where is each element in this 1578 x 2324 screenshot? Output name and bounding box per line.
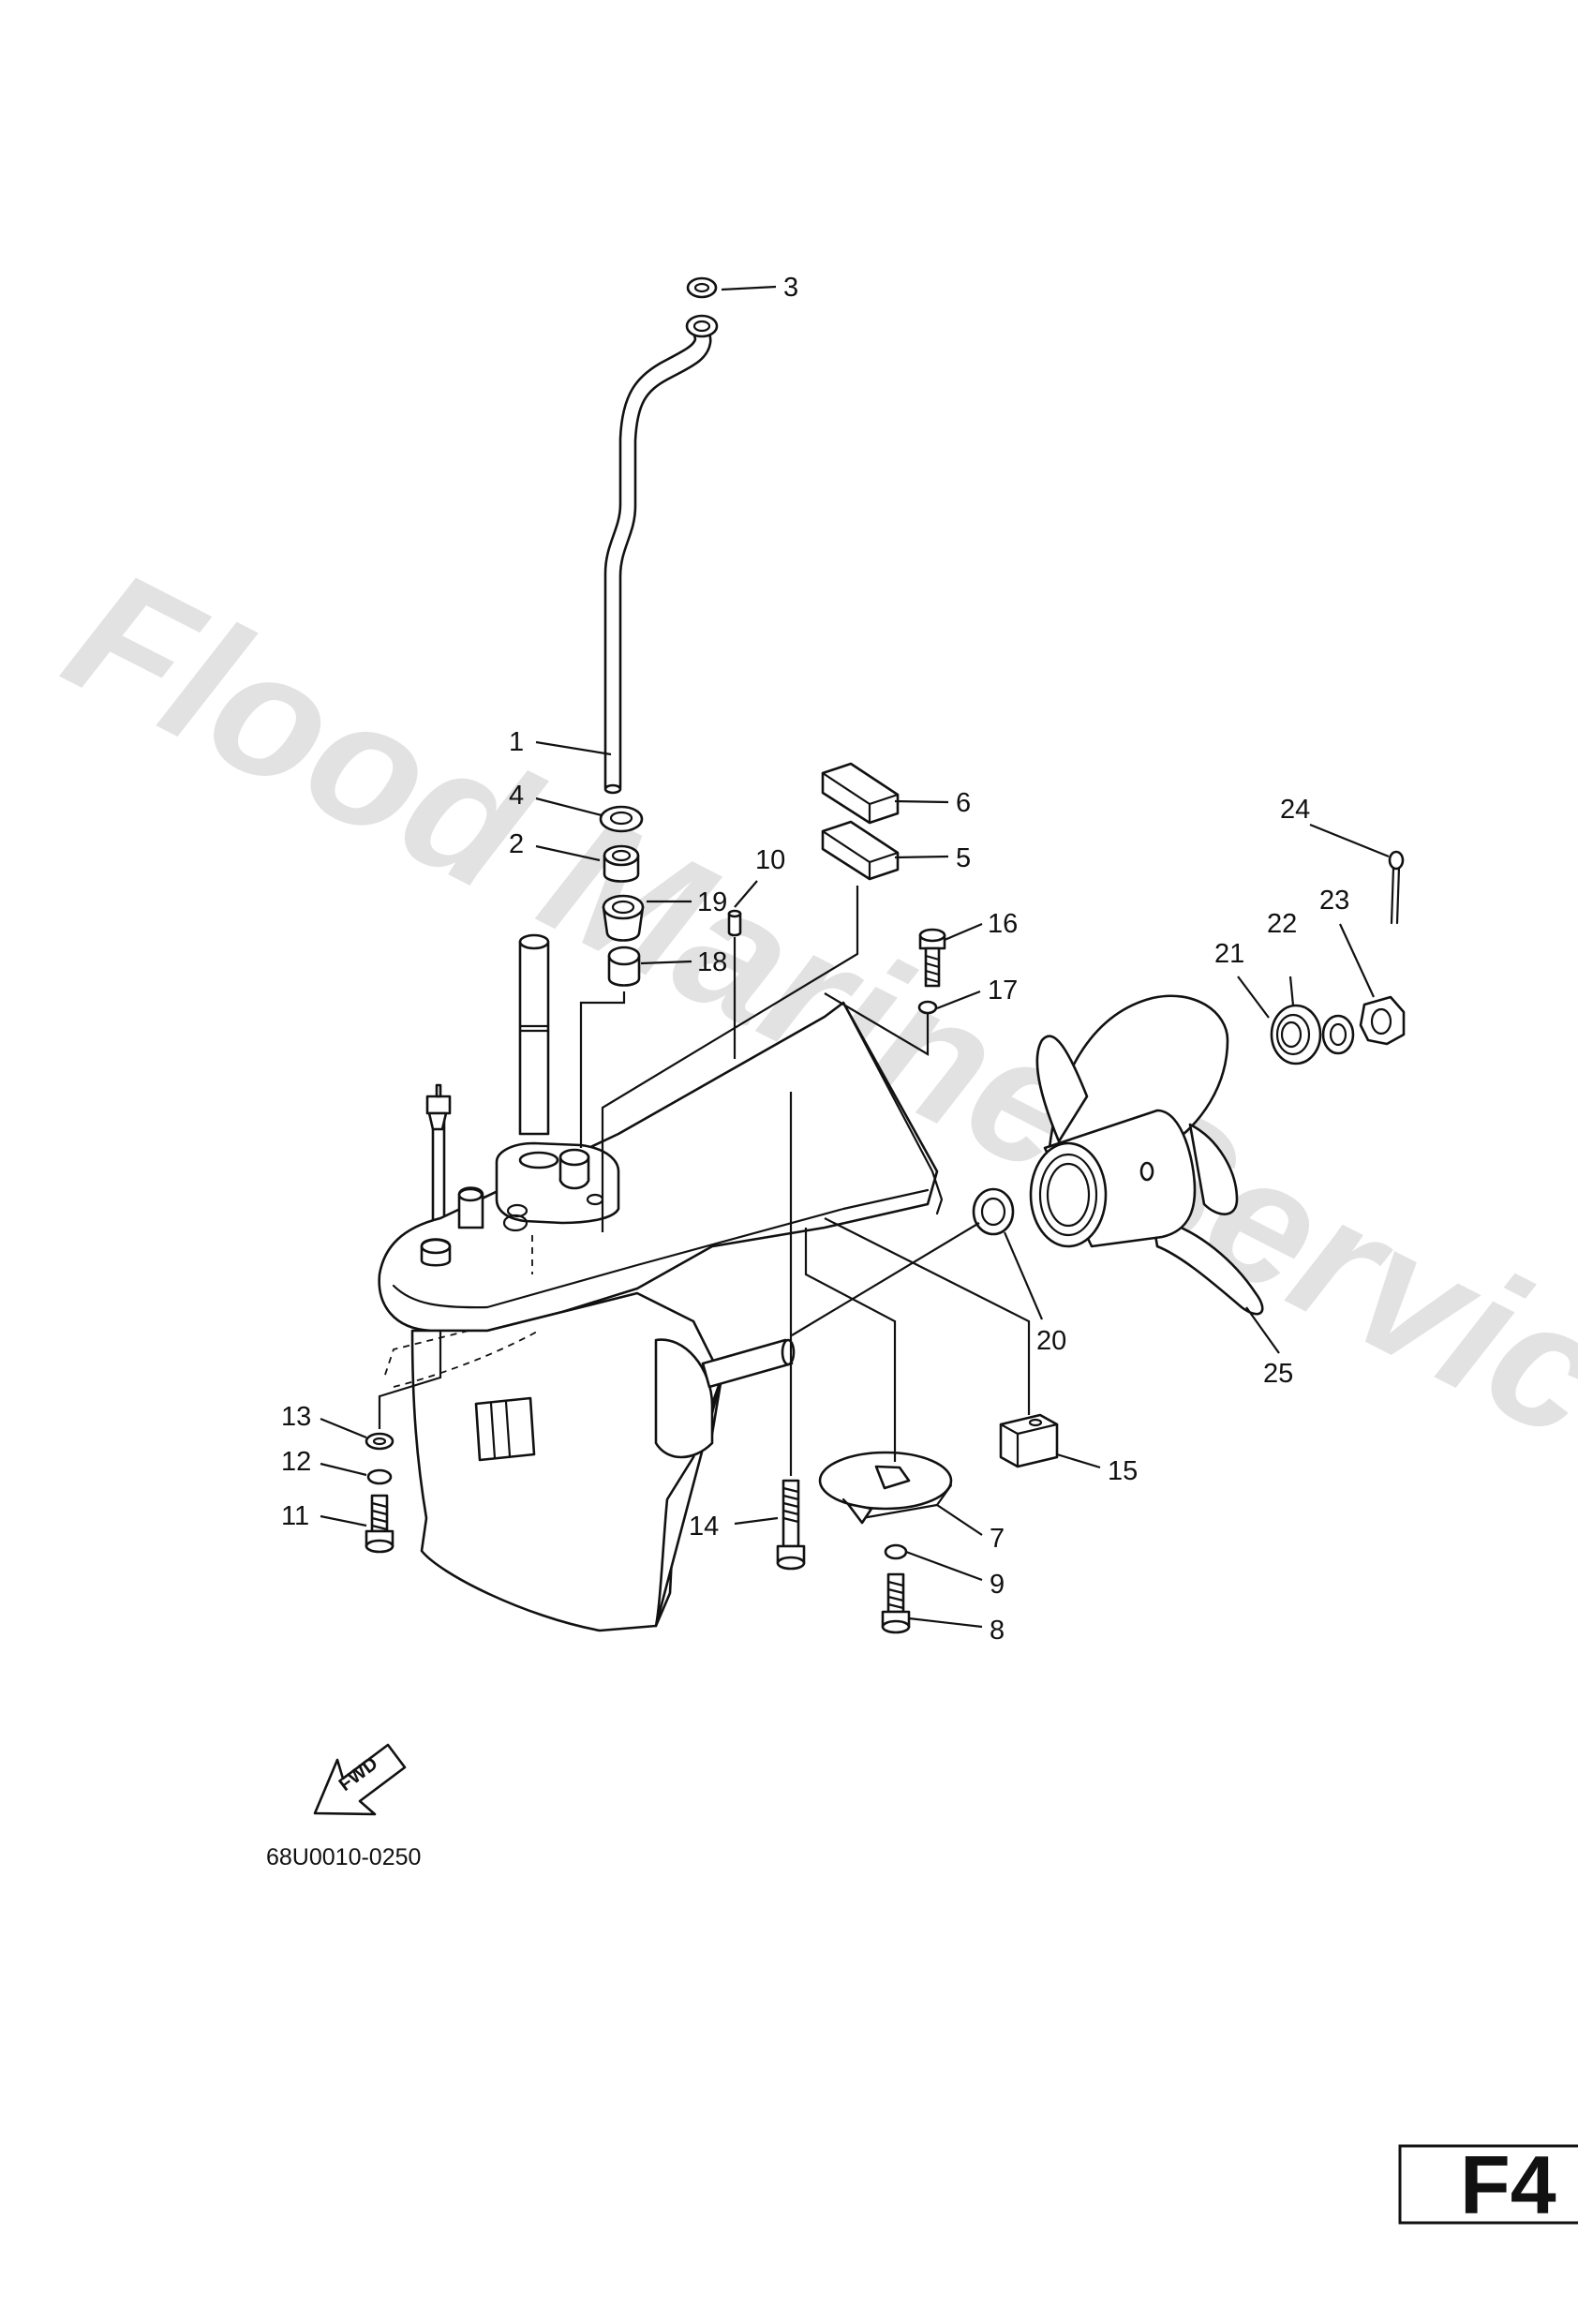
callout-18: 18 [697,947,727,977]
page-label-box: F4 [1398,2138,1578,2231]
part-5-rubber-seal [821,820,900,881]
callout-3: 3 [783,273,798,303]
callout-13: 13 [281,1402,311,1432]
fwd-arrow-icon: FWD [313,1743,407,1816]
callout-19: 19 [697,887,727,917]
drive-shaft [518,933,550,1136]
part-8-bolt [881,1572,911,1634]
callout-11: 11 [281,1501,309,1531]
callout-21: 21 [1214,939,1244,969]
part-13-washer [365,1432,394,1451]
callout-1: 1 [509,727,524,757]
part-25-propeller [1029,994,1264,1316]
callout-10: 10 [755,845,785,875]
callout-leaders [320,285,1390,1629]
callout-23: 23 [1319,886,1349,916]
part-4-seal [599,805,644,833]
callout-4: 4 [509,781,524,811]
callout-25: 25 [1263,1359,1293,1389]
callout-7: 7 [990,1524,1005,1554]
callout-16: 16 [988,909,1018,939]
callout-12: 12 [281,1447,311,1477]
callout-9: 9 [990,1570,1005,1600]
callout-22: 22 [1267,909,1297,939]
part-6-rubber-seal [821,762,900,825]
part-7-trim-tab [818,1451,953,1525]
part-14-bolt [776,1479,806,1571]
part-18-collar [607,946,641,987]
callout-20: 20 [1036,1326,1066,1356]
callout-14: 14 [689,1512,719,1542]
callout-2: 2 [509,829,524,859]
part-15-anode [999,1413,1059,1468]
callout-17: 17 [988,976,1018,1006]
callout-6: 6 [956,788,971,818]
part-9-washer [884,1543,908,1560]
callout-5: 5 [956,843,971,873]
callout-8: 8 [990,1616,1005,1646]
part-22-washer [1321,1014,1355,1055]
diagram-code: 68U0010-0250 [266,1844,421,1870]
lower-casing [378,1001,944,1632]
part-21-thrust-washer [1270,1004,1322,1065]
part-23-nut [1359,995,1406,1046]
callout-15: 15 [1108,1456,1138,1486]
part-12-washer [366,1468,393,1485]
page-label: F4 [1460,2138,1556,2231]
assembly-lines [378,886,1031,1476]
callout-numbers: 3 1 4 2 19 18 6 5 10 16 17 24 23 22 21 2… [281,273,1349,1646]
part-16-bolt [918,928,946,988]
part-17-lock-washer [917,1000,938,1015]
part-20-spacer [972,1187,1015,1236]
callout-24: 24 [1280,795,1310,825]
part-2-grommet [603,844,640,883]
part-11-bolt [365,1494,394,1554]
part-10-dowel-pin [727,909,742,937]
part-24-cotter-pin [1388,850,1405,925]
part-1-water-tube [603,314,719,795]
part-3-grommet [686,276,718,299]
part-19-rubber-seal [602,894,645,942]
